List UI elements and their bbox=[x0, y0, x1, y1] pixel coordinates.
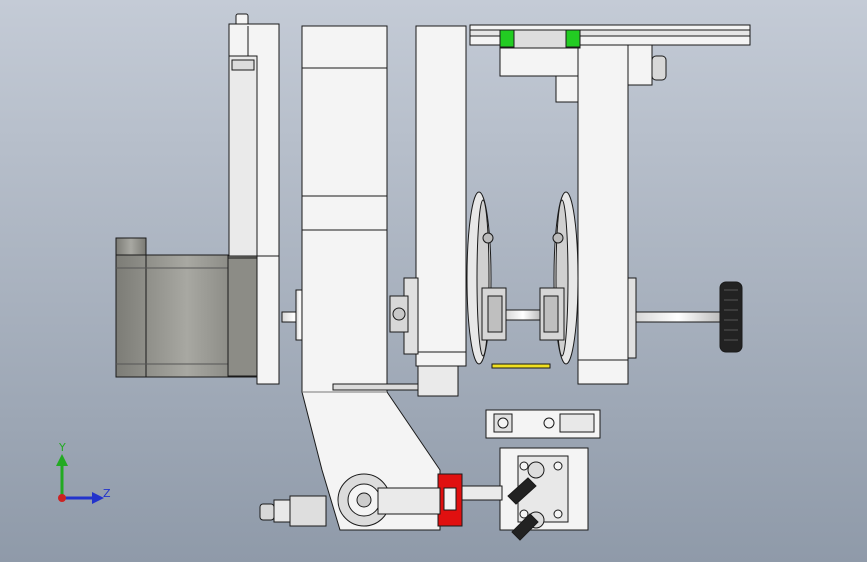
lower-guide-bracket[interactable] bbox=[485, 409, 601, 439]
tension-rod bbox=[635, 311, 721, 323]
rail-clamp-knob[interactable] bbox=[651, 55, 667, 81]
coupling-red[interactable] bbox=[437, 473, 463, 527]
pneumatic-fitting[interactable] bbox=[259, 495, 327, 527]
axis-triad bbox=[56, 454, 104, 504]
clamp-block[interactable] bbox=[499, 447, 589, 531]
thumb-screw-upper[interactable] bbox=[507, 477, 537, 505]
center-pulley-plate[interactable] bbox=[389, 25, 467, 397]
motor-mount-plate[interactable] bbox=[228, 13, 280, 385]
coupling-shaft bbox=[461, 485, 503, 501]
rail-stop-green-right bbox=[565, 29, 581, 48]
right-pulley-plate[interactable] bbox=[577, 25, 637, 385]
rail-stop-green-left bbox=[499, 29, 515, 48]
stepper-motor[interactable] bbox=[115, 237, 259, 378]
thumb-screw-lower[interactable] bbox=[511, 513, 539, 541]
linear-guide-rail[interactable] bbox=[469, 24, 751, 103]
pivot-bearing[interactable] bbox=[337, 473, 441, 527]
main-support-arm[interactable] bbox=[301, 25, 441, 531]
triad-x-axis bbox=[58, 494, 66, 502]
feed-wire-yellow bbox=[491, 363, 551, 369]
tension-knob[interactable] bbox=[719, 281, 743, 353]
pulley-hub-assembly bbox=[481, 287, 565, 341]
